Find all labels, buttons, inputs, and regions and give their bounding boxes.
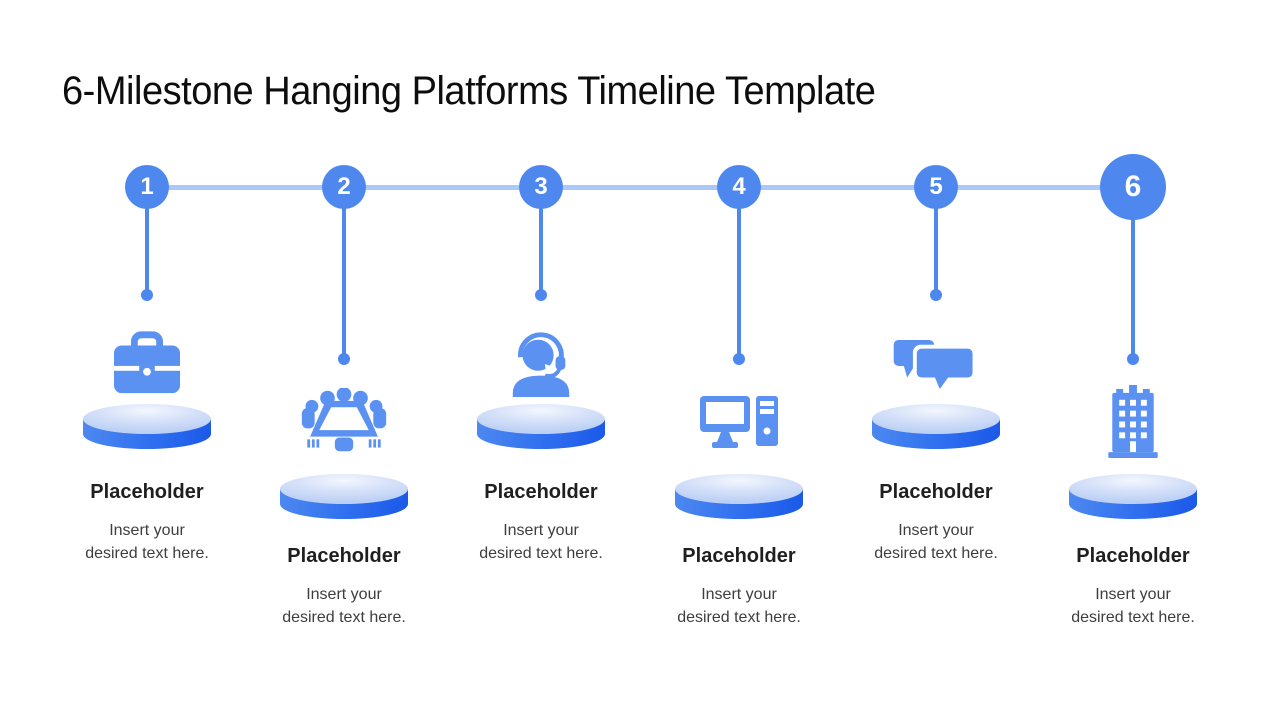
milestone-4-group: 4 Placeholder Insert your desired text h… <box>639 0 839 720</box>
chat-bubbles-icon <box>892 340 980 390</box>
platform-disc <box>1069 474 1197 520</box>
meeting-table-icon <box>298 388 390 454</box>
milestone-title: Placeholder <box>484 481 598 503</box>
milestone-1-group: 1 Placeholder Insert your desired text h… <box>47 0 247 720</box>
hanging-line <box>539 207 543 293</box>
milestone-6-group: 6 Placeholder Insert your <box>1033 0 1233 720</box>
platform-disc <box>675 474 803 520</box>
milestone-number-badge: 5 <box>914 165 958 209</box>
milestone-number: 1 <box>140 173 154 200</box>
milestone-5-group: 5 Placeholder Insert your desired text h… <box>836 0 1036 720</box>
milestone-description: Insert your desired text here. <box>85 522 209 562</box>
milestone-2-group: 2 Placeholder Insert your desired t <box>244 0 444 720</box>
platform-disc-top <box>872 404 1000 434</box>
milestone-number-badge: 1 <box>125 165 169 209</box>
milestone-number: 5 <box>929 173 943 200</box>
milestone-title: Placeholder <box>1076 545 1190 567</box>
milestone-number-badge: 6 <box>1100 154 1166 220</box>
hanging-line-dot <box>1127 353 1139 365</box>
milestone-number-badge: 2 <box>322 165 366 209</box>
milestone-description: Insert your desired text here. <box>479 522 603 562</box>
platform-disc <box>83 404 211 450</box>
milestone-description: Insert your desired text here. <box>282 586 406 626</box>
hanging-line <box>342 207 346 357</box>
milestone-number: 3 <box>534 173 548 200</box>
milestone-description: Insert your desired text here. <box>874 522 998 562</box>
hanging-line <box>737 207 741 357</box>
hanging-line-dot <box>930 289 942 301</box>
slide-title: 6-Milestone Hanging Platforms Timeline T… <box>62 68 876 113</box>
desktop-computer-icon <box>700 396 778 448</box>
hanging-line-dot <box>338 353 350 365</box>
platform-disc <box>872 404 1000 450</box>
platform-disc-top <box>477 404 605 434</box>
platform-disc-top <box>83 404 211 434</box>
office-building-icon <box>1105 385 1161 458</box>
hanging-line-dot <box>535 289 547 301</box>
platform-disc <box>280 474 408 520</box>
milestone-title: Placeholder <box>879 481 993 503</box>
milestone-number: 6 <box>1124 170 1142 203</box>
milestone-number: 2 <box>337 173 351 200</box>
milestone-number-badge: 3 <box>519 165 563 209</box>
milestone-number-badge: 4 <box>717 165 761 209</box>
platform-disc-top <box>1069 474 1197 504</box>
support-agent-icon <box>506 330 576 398</box>
milestone-title: Placeholder <box>90 481 204 503</box>
hanging-line <box>1131 207 1135 357</box>
briefcase-icon <box>113 331 181 395</box>
milestone-3-group: 3 Placeholder Insert your desired text h… <box>441 0 641 720</box>
hanging-line-dot <box>733 353 745 365</box>
platform-disc-top <box>675 474 803 504</box>
hanging-line <box>934 207 938 293</box>
hanging-line-dot <box>141 289 153 301</box>
milestone-number: 4 <box>732 173 746 200</box>
platform-disc <box>477 404 605 450</box>
milestone-title: Placeholder <box>682 545 796 567</box>
milestone-title: Placeholder <box>287 545 401 567</box>
milestone-description: Insert your desired text here. <box>677 586 801 626</box>
hanging-line <box>145 207 149 293</box>
timeline-connector-line <box>147 185 1133 190</box>
platform-disc-top <box>280 474 408 504</box>
milestone-description: Insert your desired text here. <box>1071 586 1195 626</box>
